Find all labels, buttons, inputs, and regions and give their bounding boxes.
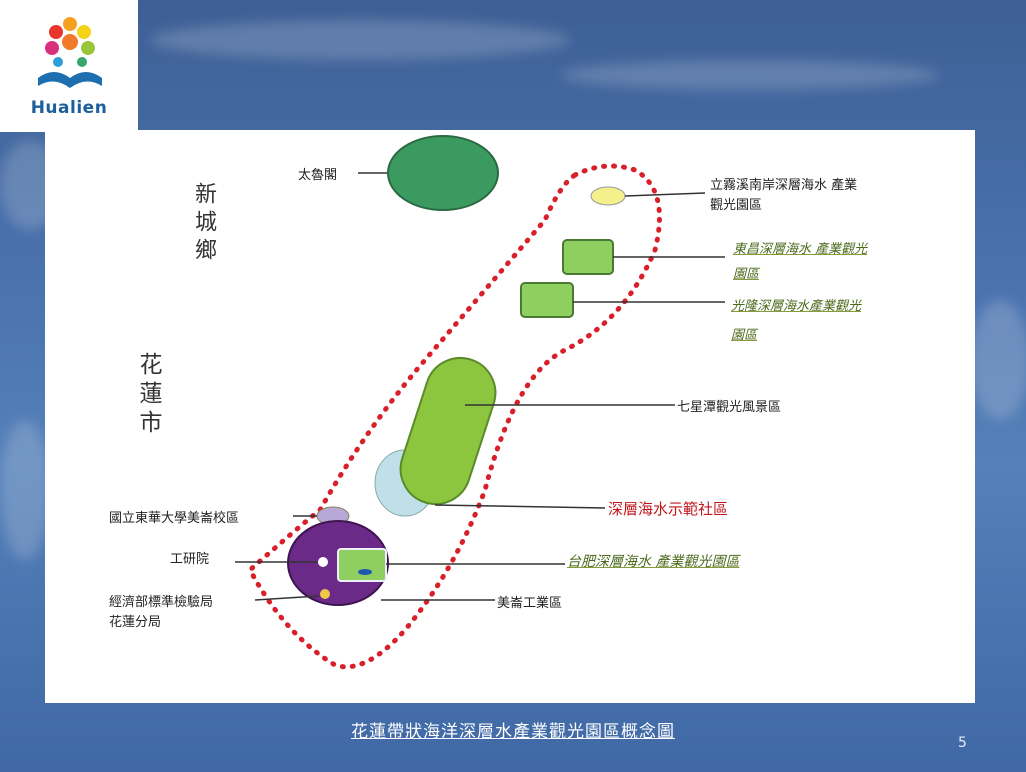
label-dong-hwa: 國立東華大學美崙校區: [109, 511, 240, 526]
label-qixingtan: 七星潭觀光風景區: [677, 400, 782, 415]
zone-outline: [246, 163, 662, 670]
lidao-leader: [624, 192, 706, 197]
background-cloud: [0, 420, 50, 560]
concept-diagram-panel: 新城鄉 花蓮市 太魯閣 立霧溪南岸深層海水 產業 觀光園區 東昌深層海水 產業觀…: [45, 130, 975, 703]
background-cloud: [150, 20, 570, 60]
itri-marker: [318, 557, 328, 567]
page-number: 5: [958, 735, 967, 751]
region-hualien-city: 花蓮市: [135, 352, 161, 439]
logo-text: Hualien: [30, 98, 108, 118]
qixingtan-area: [399, 356, 497, 506]
boe-leader: [254, 595, 320, 601]
logo: Hualien: [0, 0, 138, 132]
label-guangfeng: 光隆深層海水產業觀光: [731, 299, 862, 314]
lidao-area: [590, 186, 626, 206]
taifei-marker: [358, 569, 372, 575]
background-cloud: [560, 60, 940, 90]
dongchang-area: [562, 239, 614, 275]
hualien-flower-book-logo-icon: [38, 17, 102, 88]
region-xincheng: 新城鄉: [191, 182, 216, 266]
label-itri: 工研院: [170, 552, 210, 567]
boe-marker: [320, 589, 330, 599]
label-dongchang: 東昌深層海水 產業觀光: [733, 242, 868, 257]
taifei-area: [337, 548, 387, 582]
demo-community-leader: [434, 504, 606, 509]
taroko-area: [387, 135, 499, 211]
label-taroko: 太魯閣: [298, 168, 338, 183]
label-boe-line2: 花蓮分局: [109, 615, 162, 630]
background-cloud: [970, 300, 1026, 420]
label-guangfeng-line2: 園區: [731, 328, 758, 343]
label-boe: 經濟部標準檢驗局: [109, 595, 214, 610]
label-lidao-line2: 觀光園區: [710, 198, 763, 213]
label-taifei: 台肥深層海水 產業觀光園區: [567, 554, 740, 570]
label-lidao: 立霧溪南岸深層海水 產業: [710, 178, 858, 193]
label-demo-community: 深層海水示範社區: [608, 500, 729, 518]
concept-diagram: [235, 135, 725, 670]
guangfeng-area: [520, 282, 574, 318]
label-dongchang-line2: 園區: [733, 267, 760, 282]
diagram-caption: 花蓮帶狀海洋深層水產業觀光園區概念圖: [0, 717, 1026, 742]
diagram-caption-text: 花蓮帶狀海洋深層水產業觀光園區概念圖: [351, 722, 675, 742]
label-meilun-industrial: 美崙工業區: [497, 596, 563, 611]
